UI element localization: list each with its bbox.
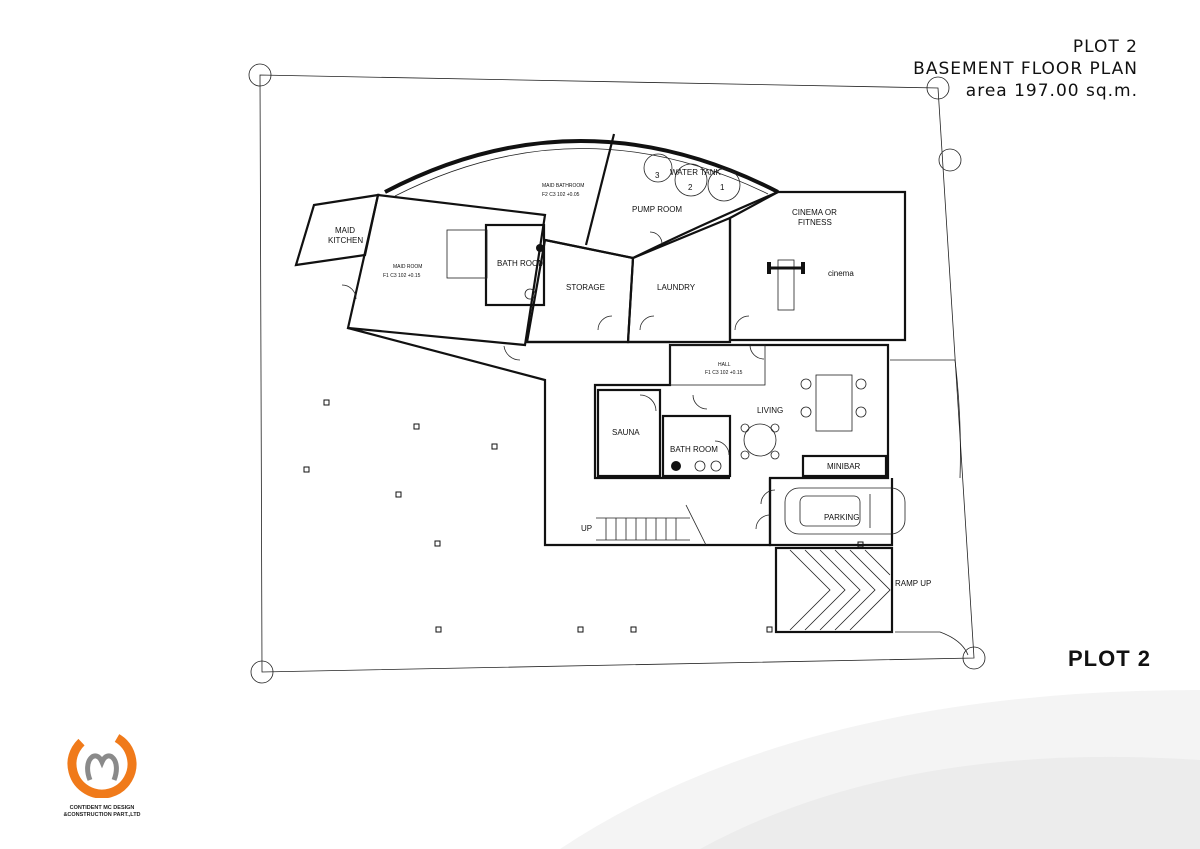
maid-kitchen-label-2: KITCHEN [328, 236, 363, 245]
bath-room-2-label: BATH ROOM [670, 445, 718, 454]
ramp-up-label: RAMP UP [895, 579, 931, 588]
cinema-label-2: FITNESS [798, 218, 832, 227]
company-logo: CONTIDENT MC DESIGN &CONSTRUCTION PART.,… [60, 728, 144, 819]
bath-room-1-wall [484, 223, 546, 307]
maid-bathroom-code: F2 C3 102 +0.05 [542, 192, 580, 198]
maid-bathroom-tag: MAID BATHROOM [542, 183, 584, 189]
tank-2-label: 2 [688, 183, 693, 192]
plot-boundary [259, 74, 975, 673]
living-furniture [740, 374, 867, 460]
plot-title: PLOT 2 [1072, 37, 1138, 57]
water-tanks [643, 153, 741, 202]
car [784, 487, 906, 535]
stairs [596, 504, 707, 546]
arc-roof-inner [394, 148, 769, 197]
pump-divider [584, 133, 616, 246]
plot-label: PLOT 2 [1068, 646, 1152, 671]
tank-1-label: 1 [720, 183, 725, 192]
logo-mark-icon [67, 729, 137, 799]
boundary-markers [248, 63, 986, 684]
minibar-label: MINIBAR [827, 462, 861, 471]
cinema-label-1: CINEMA OR [792, 208, 837, 217]
parking-label: PARKING [824, 513, 859, 522]
hall-tag: HALL [718, 362, 731, 368]
cinema-sign: cinema [828, 269, 854, 278]
storage-label: STORAGE [566, 283, 605, 292]
hall-code: F1 C3 102 +0.15 [705, 370, 743, 376]
maid-room-wall [346, 193, 547, 347]
living-label: LIVING [757, 406, 783, 415]
bath-room-2-wall [661, 414, 732, 478]
laundry-label: LAUNDRY [657, 283, 696, 292]
toilet-fixtures [524, 244, 722, 472]
maid-room-tag: MAID ROOM [393, 264, 422, 270]
hall-box [669, 344, 766, 386]
logo-text: CONTIDENT MC DESIGN &CONSTRUCTION PART.,… [63, 805, 141, 818]
door-swings [341, 231, 776, 530]
tank-3-label: 3 [655, 171, 660, 180]
sauna-wall [596, 388, 662, 478]
stairs-up-label: UP [581, 524, 592, 533]
ramp-chevrons [789, 549, 891, 631]
parking-wall [768, 478, 894, 547]
title-block: PLOT 2 BASEMENT FLOOR PLAN area 197.00 s… [913, 36, 1138, 102]
pump-room-base [544, 190, 779, 260]
pump-room-label: PUMP ROOM [632, 205, 682, 214]
site-curve-2 [895, 631, 969, 656]
maid-kitchen-label-1: MAID [335, 226, 355, 235]
fitness-equipment [767, 259, 805, 311]
site-curve [890, 359, 961, 479]
minibar-wall [801, 454, 888, 478]
arc-roof [384, 139, 779, 194]
maid-bed [446, 229, 488, 279]
lower-building-wall [347, 326, 890, 547]
laundry-wall [626, 216, 732, 344]
bath-room-1-label: BATH ROOM [497, 259, 545, 268]
background-swoosh-2 [700, 756, 1200, 849]
cinema-wall [728, 190, 907, 342]
water-tank-label: WATER TANK [670, 168, 721, 177]
area-text: area 197.00 sq.m. [965, 81, 1138, 101]
maid-room-code: F1 C3 102 +0.15 [383, 273, 421, 279]
ramp [774, 546, 894, 634]
plan-title: BASEMENT FLOOR PLAN [913, 59, 1138, 79]
sauna-label: SAUNA [612, 428, 640, 437]
site-markers [303, 399, 864, 633]
